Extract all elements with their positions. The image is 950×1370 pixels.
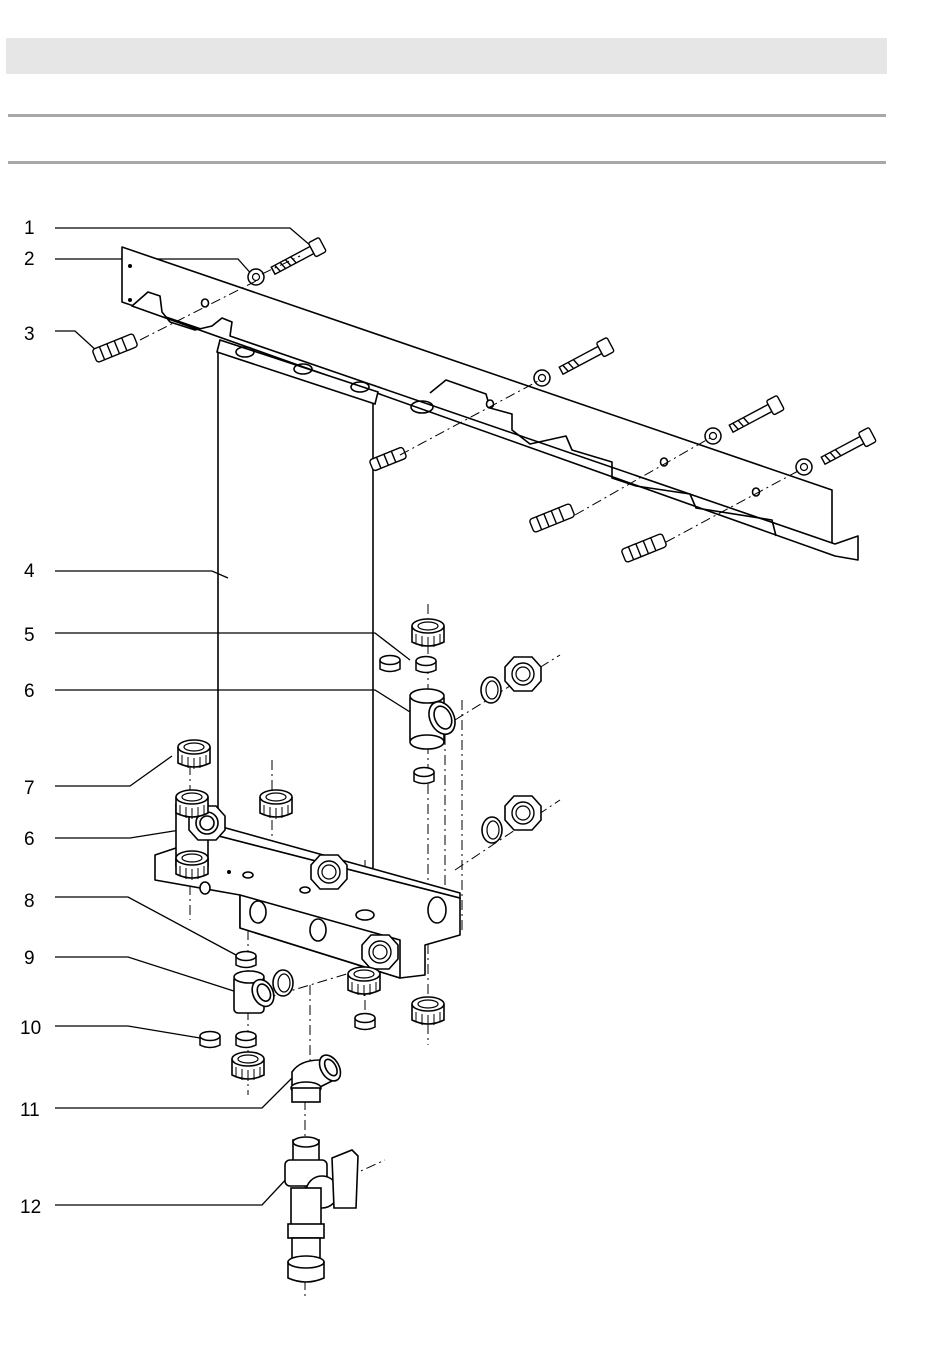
leader-line-3 <box>55 331 98 352</box>
leader-line-1 <box>55 228 318 252</box>
callout-number: 7 <box>24 778 35 799</box>
elbow-fitting-11 <box>291 1051 345 1102</box>
callout-number: 4 <box>24 561 35 582</box>
callout-number: 1 <box>24 218 35 239</box>
callout-number: 10 <box>20 1018 41 1039</box>
leader-line-12 <box>55 1175 290 1205</box>
callout-number: 6 <box>24 829 35 850</box>
callout-number: 2 <box>24 249 35 270</box>
callout-number: 12 <box>20 1197 41 1218</box>
callout-number: 9 <box>24 948 35 969</box>
callout-number: 3 <box>24 324 35 345</box>
callout-number: 11 <box>20 1100 40 1121</box>
union-nut-group <box>505 657 541 830</box>
leader-line-7 <box>55 756 172 786</box>
tee-fitting-9 <box>234 971 278 1013</box>
leader-line-10 <box>55 1026 200 1038</box>
mounting-template <box>217 340 433 868</box>
leader-line-6a <box>55 690 410 712</box>
leader-line-4 <box>55 571 228 578</box>
leader-line-5 <box>55 633 410 660</box>
callout-number: 5 <box>24 625 35 646</box>
mounting-rail <box>122 247 858 560</box>
shut-off-valve-12 <box>285 1137 358 1282</box>
leader-line-6b <box>55 830 180 838</box>
leader-line-9 <box>55 957 240 993</box>
callout-number: 6 <box>24 681 35 702</box>
leader-line-8 <box>55 897 236 955</box>
tee-fitting-upper <box>410 689 460 749</box>
callout-number: 8 <box>24 891 35 912</box>
